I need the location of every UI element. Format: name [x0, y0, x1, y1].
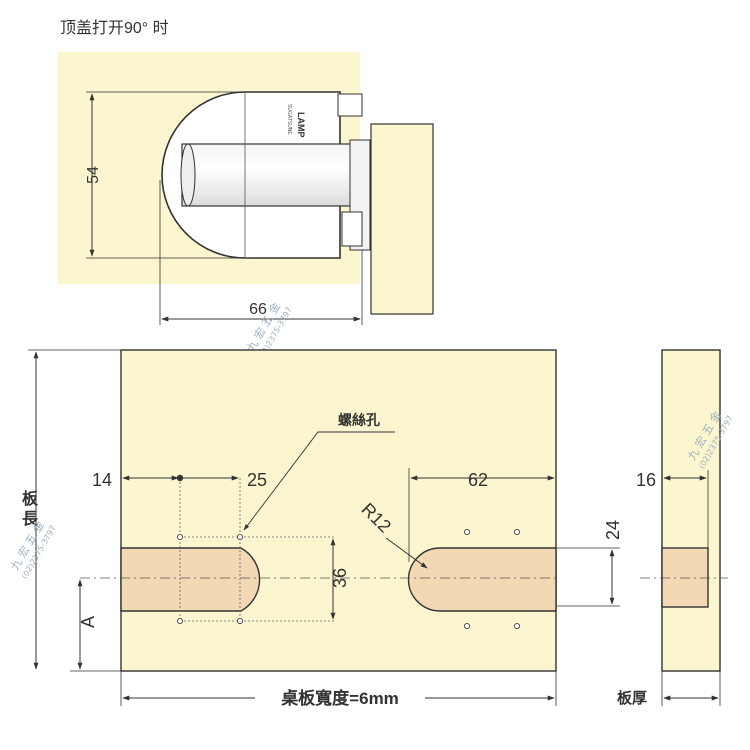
dim54-label: 54: [85, 166, 102, 184]
thickness-label: 板厚: [617, 689, 647, 707]
r12-leader: [385, 537, 428, 569]
watermark-2: 九 宏 五 金 (02)2375-3797: [8, 518, 58, 580]
top-view-caption: 顶盖打开90° 时: [60, 19, 169, 37]
front-board: [120, 349, 557, 672]
right-slot: [407, 547, 557, 612]
board-length-label-2: 長: [22, 510, 39, 528]
dim25-label: 25: [247, 470, 267, 490]
board-length-label-1: 板: [22, 489, 39, 508]
bottom-bracket: [341, 211, 363, 247]
dim62-label: 62: [468, 470, 488, 490]
hinge-cylinder: [181, 143, 353, 207]
screw-hole-label: 螺絲孔: [338, 412, 380, 428]
hinge-cylinder-end: [180, 143, 196, 207]
board-width-label: 桌板寬度=6mm: [281, 688, 399, 708]
hinge-brand-small-text: SUGATSUNE: [286, 104, 292, 135]
dim24-label: 24: [603, 520, 623, 540]
screw-hole-leader: [243, 431, 395, 531]
dim66-label: 66: [249, 301, 267, 318]
left-screw-holes: [176, 534, 243, 625]
front-view: 14 25 螺絲孔 62 R12 36 24 A 板 長 桌板寬: [22, 349, 623, 708]
top-bracket: [337, 93, 363, 117]
screw-hole-guides: [179, 478, 335, 622]
right-screw-holes: [463, 529, 521, 630]
side-slot: [661, 547, 709, 608]
side-board: [661, 349, 721, 672]
dim14-label: 14: [92, 470, 112, 490]
top-view: LAMP SUGATSUNE 54 66: [58, 52, 434, 325]
side-view: 16 板厚: [617, 349, 728, 707]
dim16-label: 16: [636, 470, 656, 490]
dim36-label: 36: [330, 568, 350, 588]
dimA-label: A: [78, 616, 98, 628]
hinge-logo: LAMP: [296, 112, 306, 138]
top-view-lid-panel: [370, 123, 434, 315]
left-slot: [120, 547, 261, 612]
